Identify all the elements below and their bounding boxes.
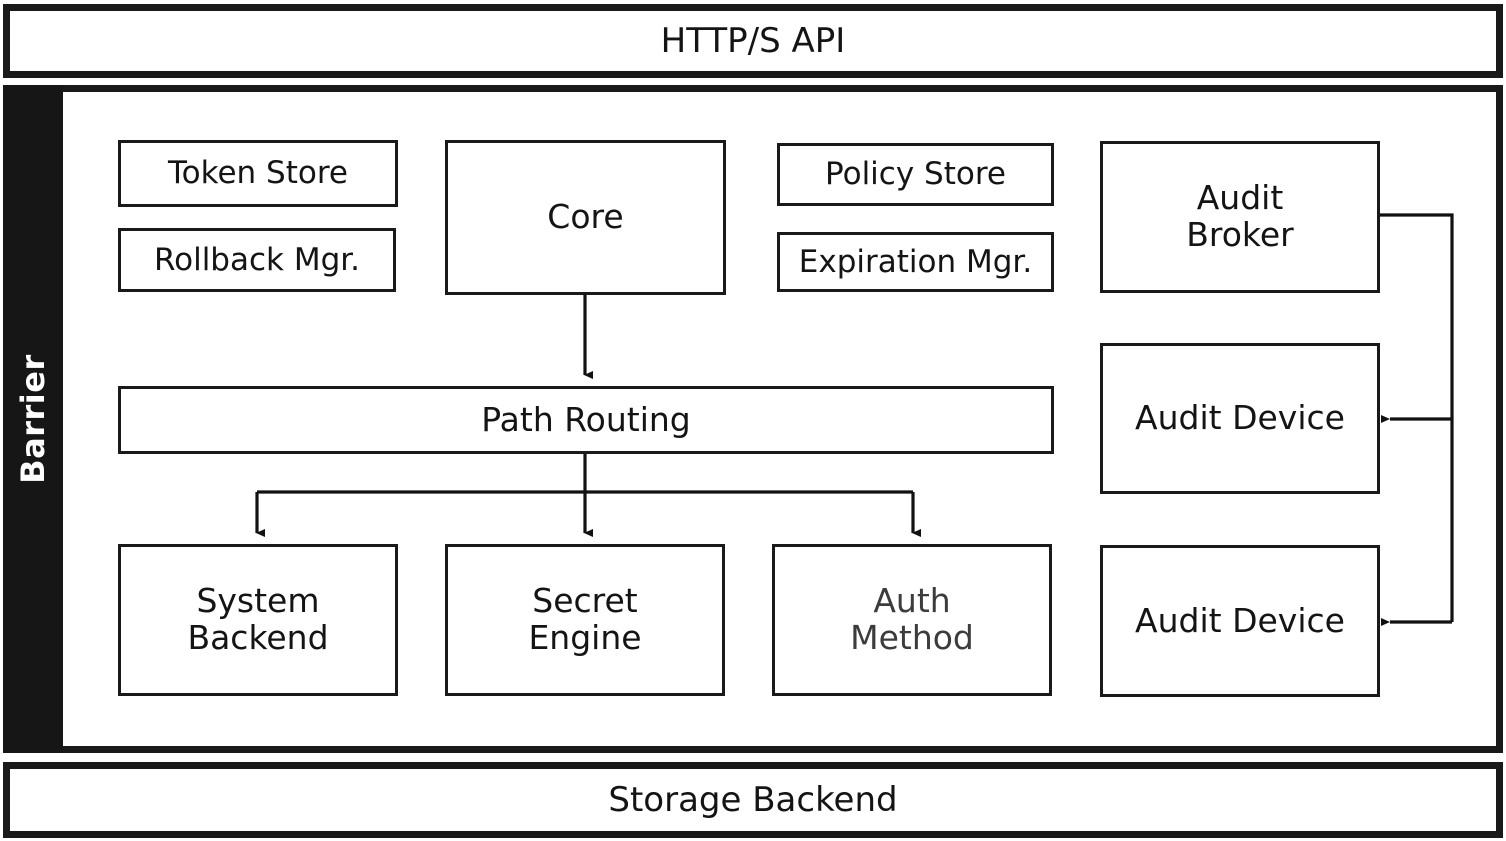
node-rollback-mgr-label: Rollback Mgr. [153, 241, 361, 278]
node-secret-engine-label: Secret Engine [528, 581, 642, 657]
node-audit-device-1[interactable]: Audit Device [1100, 343, 1380, 494]
node-expiration-mgr[interactable]: Expiration Mgr. [777, 232, 1054, 292]
node-auth-method-label: Auth Method [850, 581, 974, 657]
node-core[interactable]: Core [445, 140, 726, 295]
storage-backend-banner: Storage Backend [3, 762, 1503, 838]
node-rollback-mgr[interactable]: Rollback Mgr. [118, 228, 396, 292]
storage-backend-label: Storage Backend [608, 780, 898, 820]
node-audit-broker-label: Audit Broker [1186, 178, 1294, 254]
node-audit-device-1-label: Audit Device [1135, 398, 1345, 438]
node-secret-engine[interactable]: Secret Engine [445, 544, 725, 696]
http-api-label: HTTP/S API [660, 21, 846, 61]
node-expiration-mgr-label: Expiration Mgr. [798, 243, 1033, 280]
node-policy-store-label: Policy Store [825, 156, 1006, 193]
node-audit-device-2-label: Audit Device [1135, 600, 1345, 640]
node-token-store[interactable]: Token Store [118, 140, 398, 207]
node-auth-method[interactable]: Auth Method [772, 544, 1052, 696]
barrier-label: Barrier [14, 354, 52, 484]
http-api-banner: HTTP/S API [3, 4, 1503, 78]
node-audit-device-2[interactable]: Audit Device [1100, 545, 1380, 697]
node-token-store-label: Token Store [168, 155, 348, 192]
node-core-label: Core [547, 197, 624, 237]
node-system-backend[interactable]: System Backend [118, 544, 398, 696]
barrier-bar: Barrier [3, 85, 63, 753]
node-path-routing[interactable]: Path Routing [118, 386, 1054, 454]
node-path-routing-label: Path Routing [481, 399, 691, 439]
node-system-backend-label: System Backend [187, 581, 329, 657]
node-policy-store[interactable]: Policy Store [777, 143, 1054, 206]
node-audit-broker[interactable]: Audit Broker [1100, 141, 1380, 293]
